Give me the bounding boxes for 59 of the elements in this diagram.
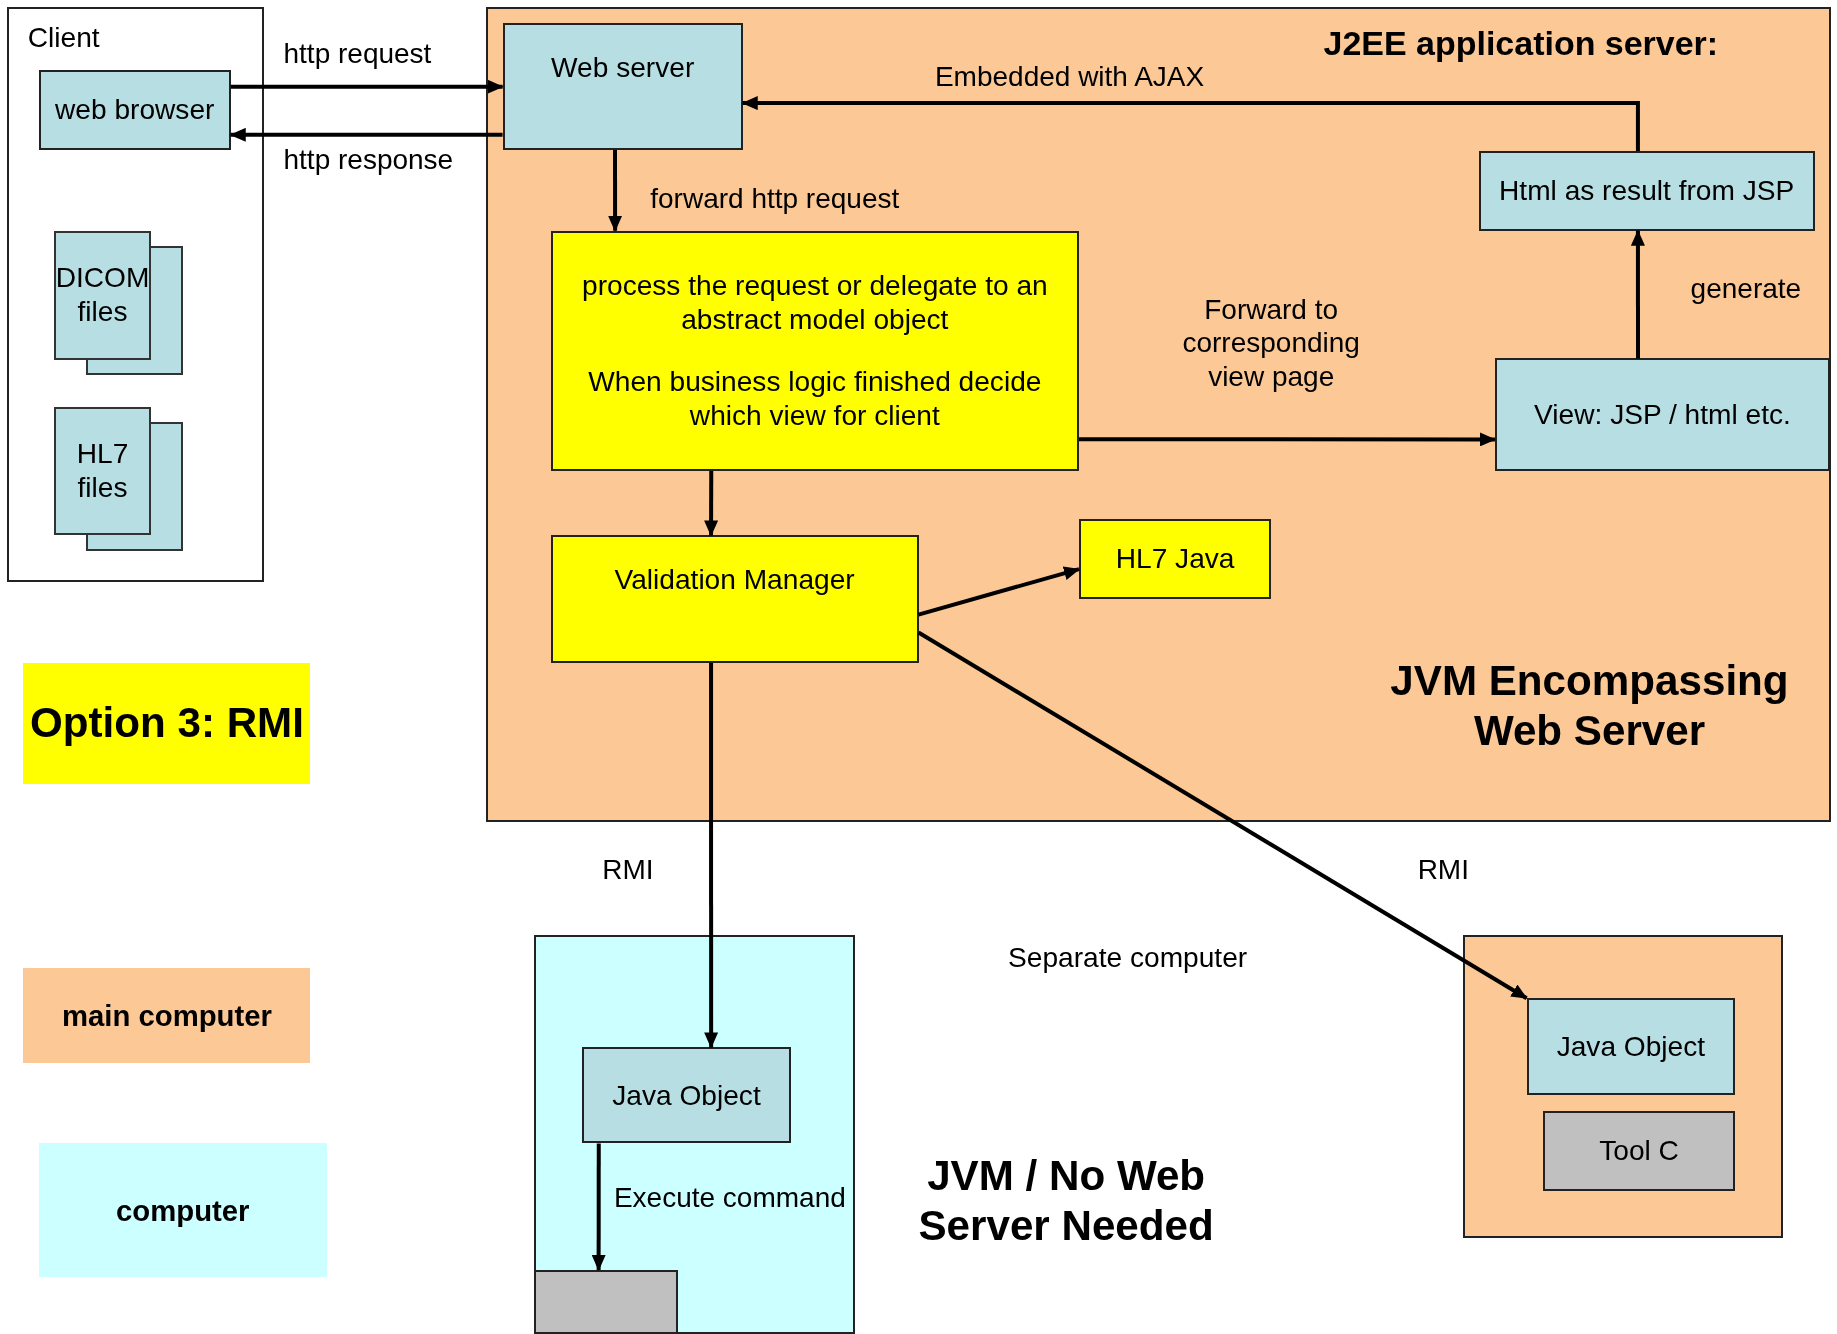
box-label: HL7 Java	[1115, 541, 1235, 576]
edge-label: RMI	[602, 852, 654, 887]
process-box	[502, 23, 743, 150]
process-box	[1478, 151, 1815, 231]
panel-title: J2EE application server:	[1323, 23, 1720, 64]
stack-label: DICOM files	[54, 261, 151, 329]
note-text: JVM / No Web Server Needed	[917, 1150, 1215, 1252]
arrow	[704, 470, 719, 537]
arrow	[229, 127, 503, 142]
box-text: process the request or delegate to an abstract model object	[581, 269, 1049, 337]
arrow	[704, 663, 719, 1049]
process-box	[1526, 998, 1736, 1096]
edge-label: RMI	[1417, 852, 1469, 887]
note-text: Separate computer	[1007, 940, 1249, 975]
process-box	[534, 1270, 679, 1334]
option-title: Option 3: RMI	[29, 698, 304, 749]
box-label: Java Object	[1556, 1029, 1706, 1064]
panel-title: JVM Encompassing Web Server	[1389, 655, 1790, 757]
box-label: Tool C	[1599, 1134, 1679, 1168]
edge-label: Execute command	[613, 1180, 846, 1215]
process-box	[550, 230, 1080, 471]
arrow	[917, 630, 1528, 1000]
edge-label: generate	[1690, 271, 1802, 306]
arrow	[230, 79, 504, 94]
box-label: Html as result from JSP	[1499, 174, 1795, 208]
process-box	[1079, 519, 1272, 599]
edge-label: forward http request	[650, 181, 900, 216]
legend-label: computer	[116, 1192, 250, 1228]
process-box	[1494, 358, 1830, 471]
process-box	[1543, 1110, 1736, 1192]
box-label: web browser	[55, 93, 215, 127]
arrow	[1079, 432, 1496, 447]
box-label: View: JSP / html etc.	[1534, 397, 1791, 432]
process-box	[550, 535, 919, 664]
client-panel	[7, 7, 264, 583]
arrow	[741, 96, 1640, 152]
box-text: When business logic finished decide which view for client	[587, 364, 1043, 433]
document-stack	[53, 230, 183, 375]
edge-label: http request	[283, 37, 432, 72]
panel-title: Client	[27, 20, 100, 55]
process-box	[38, 70, 231, 150]
legend-label: main computer	[62, 997, 272, 1033]
arrow	[591, 1143, 606, 1271]
document-stack	[53, 406, 183, 551]
arrow	[1630, 229, 1645, 359]
box-label: Validation Manager	[614, 563, 855, 597]
edge-label: http response	[283, 142, 454, 177]
server-panel	[486, 7, 1832, 823]
arrow	[917, 566, 1080, 617]
stack-label: HL7 files	[75, 437, 130, 505]
arrow	[608, 149, 623, 232]
edge-label: Forward to corresponding view page	[1181, 292, 1361, 394]
edge-label: Embedded with AJAX	[934, 59, 1205, 94]
option-box	[23, 663, 311, 784]
computer-panel	[534, 934, 856, 1334]
process-box	[582, 1047, 791, 1144]
box-label: Web server	[551, 51, 695, 85]
computer-panel	[1463, 934, 1784, 1239]
box-label: Java Object	[612, 1078, 761, 1113]
